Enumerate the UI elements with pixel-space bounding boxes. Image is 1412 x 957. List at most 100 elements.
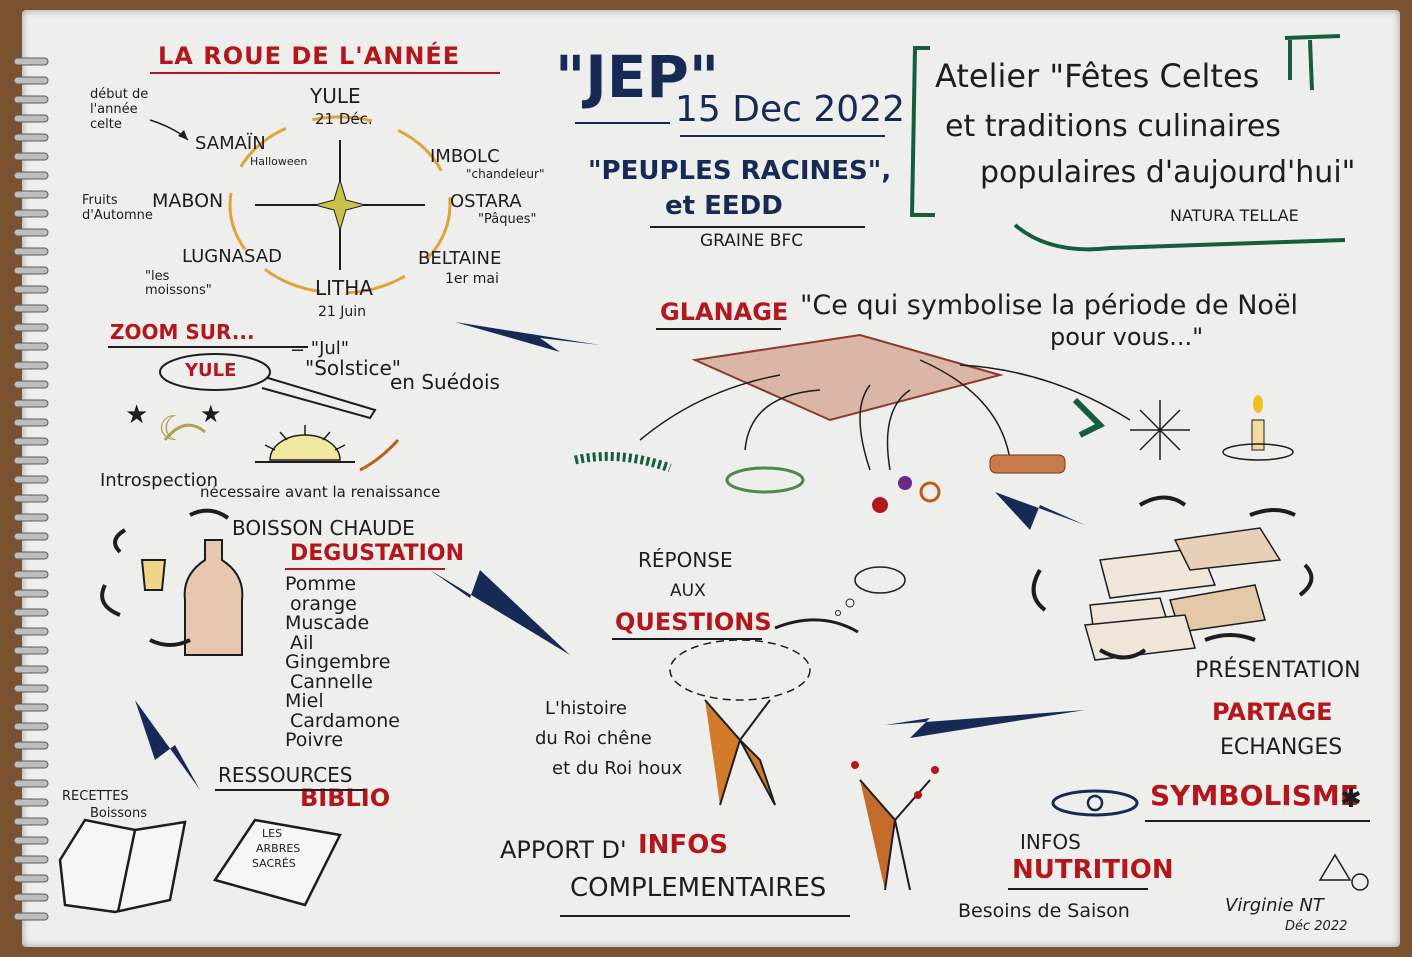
ingredient-item: Poivre (285, 729, 344, 751)
book2-line2: ARBRES (256, 842, 301, 855)
wheel-beltaine: BELTAINE (418, 248, 502, 269)
drink-title: DEGUSTATION (290, 541, 464, 566)
books (58, 818, 342, 914)
workshop-line3: populaires d'aujourd'hui" (980, 155, 1356, 190)
bottle (140, 539, 244, 656)
ingredient-item: Cardamone (290, 709, 400, 732)
spiral-ring (13, 589, 49, 598)
wheel-title: LA ROUE DE L'ANNÉE (158, 42, 461, 70)
spiral-ring (13, 304, 49, 313)
spiral-ring (13, 608, 49, 617)
wheel-lugnasad: LUGNASAD (182, 246, 282, 267)
sunrise (163, 423, 400, 472)
magnifier (159, 353, 377, 420)
answer-story-line1: L'histoire (545, 698, 627, 719)
moon-icon: ☾ (158, 409, 189, 449)
zoom-rebirth: nécessaire avant la renaissance (200, 483, 441, 501)
glanage-items (574, 395, 1294, 513)
start-arrow (149, 119, 189, 141)
zoom-solstice: "Solstice" (305, 356, 402, 380)
ingredient-item: Ail (290, 631, 314, 654)
answer-story-line3: et du Roi houx (552, 758, 683, 779)
wheel-yule: YULE (310, 84, 361, 108)
star-icon-2: ★ (200, 400, 222, 428)
spiral-ring (13, 266, 49, 275)
wheel-litha-date: 21 Juin (318, 304, 367, 320)
wheel-litha: LITHA (315, 276, 373, 300)
ingredient-item: Pomme (285, 573, 357, 595)
event-acronym-underline (575, 122, 670, 124)
workshop-line2: et traditions culinaires (945, 109, 1281, 144)
spiral-ring (13, 57, 49, 66)
spiral-ring (13, 475, 49, 484)
presentation-line1: PRÉSENTATION (1195, 658, 1361, 683)
ingredient-item: Miel (285, 690, 324, 712)
spiral-ring (13, 437, 49, 446)
wheel-samain-sub: Halloween (250, 155, 308, 168)
infos-line2: COMPLEMENTAIRES (570, 873, 827, 903)
nutrition-line2: NUTRITION (1012, 855, 1174, 885)
wheel-mabon: MABON (152, 190, 224, 212)
spiral-ring (13, 380, 49, 389)
spiral-ring (13, 703, 49, 712)
spiral-ring (13, 551, 49, 560)
wheel-imbolc: IMBOLC (430, 146, 500, 167)
glanage-question-line1: "Ce qui symbolise la période de Noël (800, 290, 1299, 321)
spiral-ring (13, 456, 49, 465)
zoom-yule: YULE (185, 360, 237, 381)
event-theme-line1: "PEUPLES RACINES", (588, 156, 892, 186)
workshop-author: NATURA TELLAE (1170, 206, 1299, 225)
spiral-ring (13, 95, 49, 104)
spiral-ring (13, 722, 49, 731)
infos-line1-prefix: APPORT D' (500, 836, 627, 864)
spiral-ring (13, 893, 49, 902)
wheel-ostara: OSTARA (450, 191, 522, 212)
answer-line2: AUX (670, 581, 706, 601)
ingredient-item: Gingembre (285, 651, 391, 673)
spiral-ring (13, 247, 49, 256)
wheel-beltaine-date: 1er mai (445, 271, 499, 287)
spiral-ring (13, 76, 49, 85)
spiral-ring (13, 855, 49, 864)
book1-line1: RECETTES (62, 789, 129, 804)
spiral-ring (13, 912, 49, 921)
signature-name: Virginie NT (1225, 895, 1324, 916)
event-organizer: GRAINE BFC (700, 231, 804, 251)
spiral-ring (13, 513, 49, 522)
symbolism-underline (1145, 820, 1370, 822)
event-theme-line2: et EEDD (665, 191, 783, 221)
spiral-ring (13, 570, 49, 579)
zoom-introspection: Introspection (100, 470, 219, 491)
answer-line3: QUESTIONS (615, 608, 772, 636)
spiral-ring (13, 494, 49, 503)
signature-date: Déc 2022 (1285, 919, 1348, 934)
wheel-start-note: début de l'année celte (90, 87, 149, 132)
book2-line1: LES (262, 827, 283, 840)
resources-title: RESSOURCES (218, 763, 353, 787)
wheel-lugnasad-sub: "les moissons" (145, 269, 212, 299)
spiral-ring (13, 114, 49, 123)
ingredient-item: Cannelle (290, 670, 373, 693)
resources-underline (215, 789, 365, 791)
answer-underline (612, 638, 762, 640)
spiral-ring (13, 171, 49, 180)
event-date-underline (680, 135, 885, 137)
spiral-ring (13, 399, 49, 408)
spiral-ring (13, 342, 49, 351)
nutrition-underline (1008, 888, 1148, 890)
spiral-binding (13, 57, 49, 921)
infos-underline (560, 915, 850, 917)
oak-tree (669, 639, 811, 806)
presentation-cards (1084, 527, 1282, 661)
spiral-ring (13, 228, 49, 237)
spiral-ring (13, 874, 49, 883)
zoom-swedish: en Suédois (390, 370, 500, 394)
infos-line1-word: INFOS (638, 830, 729, 860)
signature-doodle (1318, 853, 1369, 891)
flow-arrows (135, 322, 1085, 790)
zoom-title-underline (108, 346, 308, 348)
spiral-ring (13, 627, 49, 636)
answer-line1: RÉPONSE (638, 548, 733, 572)
book2-line3: SACRÉS (252, 857, 296, 870)
